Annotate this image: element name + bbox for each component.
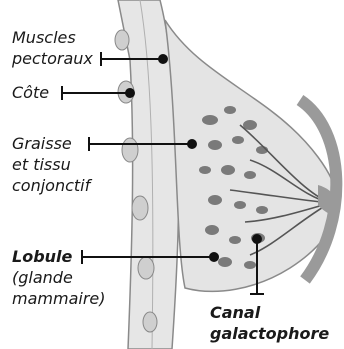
label-canal-line2: galactophore bbox=[210, 323, 329, 344]
label-cote: Côte bbox=[12, 82, 49, 103]
label-canal-galactophore: Canal galactophore bbox=[210, 302, 329, 344]
label-cote-text: Côte bbox=[12, 82, 49, 103]
label-muscles-pectoraux: Muscles pectoraux bbox=[12, 27, 93, 69]
label-graisse: Graisse et tissu conjonctif bbox=[12, 133, 90, 196]
label-lobule-line1: Lobule bbox=[12, 246, 105, 267]
label-graisse-line3: conjonctif bbox=[12, 175, 90, 196]
label-lobule: Lobule (glande mammaire) bbox=[12, 246, 105, 309]
label-muscles-line1: Muscles bbox=[12, 27, 93, 48]
label-canal-line1: Canal bbox=[210, 302, 329, 323]
label-lobule-line2: (glande bbox=[12, 267, 105, 288]
label-graisse-line1: Graisse bbox=[12, 133, 90, 154]
label-lobule-line3: mammaire) bbox=[12, 288, 105, 309]
label-muscles-line2: pectoraux bbox=[12, 48, 93, 69]
label-graisse-line2: et tissu bbox=[12, 154, 90, 175]
breast-tissue bbox=[165, 20, 338, 291]
